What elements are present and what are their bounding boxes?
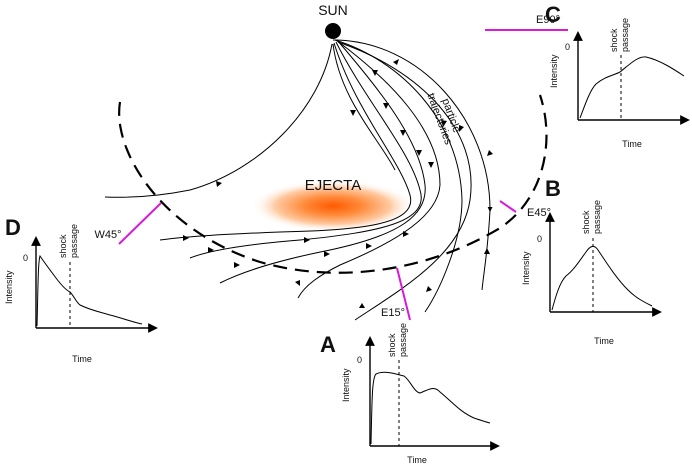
panel-b-curve	[551, 245, 653, 311]
ejecta-label: EJECTA	[305, 177, 361, 194]
panel-b-shock2: passage	[592, 200, 602, 234]
panel-d-shock1: shock	[58, 234, 68, 258]
panel-d-letter: D	[5, 215, 21, 240]
observer-b-line	[499, 200, 517, 213]
panel-a: A 0 Intensity Time shock passage	[320, 323, 500, 465]
panel-b-letter: B	[545, 176, 561, 201]
particle-trajectories	[104, 39, 493, 321]
panel-d: D 0 Intensity Time shock passage	[4, 215, 158, 364]
trajectory-line	[297, 39, 441, 299]
trajectory-line	[159, 42, 412, 241]
panel-b-ylabel: Intensity	[521, 251, 531, 285]
trajectory-line	[219, 39, 426, 284]
panel-a-curve	[370, 371, 491, 445]
panel-a-xlabel: Time	[407, 455, 427, 465]
trajectory-line	[189, 41, 422, 259]
panel-c-letter: C	[545, 2, 561, 27]
panel-a-letter: A	[320, 332, 336, 357]
observer-b-position: E45°	[527, 207, 551, 219]
observer-a-position: E15°	[381, 307, 405, 319]
observer-a-line	[396, 267, 411, 321]
panel-d-ylabel: Intensity	[4, 270, 14, 304]
sun-label: SUN	[318, 2, 348, 18]
panel-a-ylabel: Intensity	[341, 368, 351, 402]
panel-b-zero: 0	[537, 234, 542, 244]
trajectory-label-group: particle trajectories	[424, 92, 462, 147]
panel-d-zero: 0	[23, 253, 28, 263]
panel-c: C 0 Intensity Time shock passage	[545, 2, 690, 149]
panel-d-curve	[36, 254, 143, 327]
trajectory-arrows	[183, 59, 493, 308]
panel-d-shock2: passage	[69, 224, 79, 258]
trajectory-line	[337, 41, 472, 321]
panel-a-shock2: passage	[398, 323, 408, 357]
panel-b: B 0 Intensity Time shock passage	[521, 176, 662, 346]
observer-c-position: E90°	[536, 14, 560, 26]
trajectory-line	[332, 39, 493, 291]
panel-c-xlabel: Time	[622, 139, 642, 149]
observer-d-position: W45°	[94, 229, 121, 241]
trajectory-line	[334, 39, 463, 313]
panel-c-shock2: passage	[620, 18, 630, 52]
sun-dot	[325, 23, 341, 39]
panel-c-ylabel: Intensity	[549, 54, 559, 88]
shock-front	[118, 94, 548, 274]
panel-c-curve	[579, 56, 685, 119]
panel-a-shock1: shock	[387, 333, 397, 357]
trajectory-line	[104, 43, 333, 198]
ejecta-cloud	[251, 180, 415, 232]
panel-d-xlabel: Time	[72, 354, 92, 364]
panel-b-xlabel: Time	[594, 336, 614, 346]
observer-d-line	[118, 202, 162, 245]
panel-b-shock1: shock	[581, 210, 591, 234]
trajectory-line	[332, 43, 396, 171]
panel-a-zero: 0	[357, 355, 362, 365]
panel-c-zero: 0	[565, 42, 570, 52]
panel-c-shock1: shock	[609, 28, 619, 52]
